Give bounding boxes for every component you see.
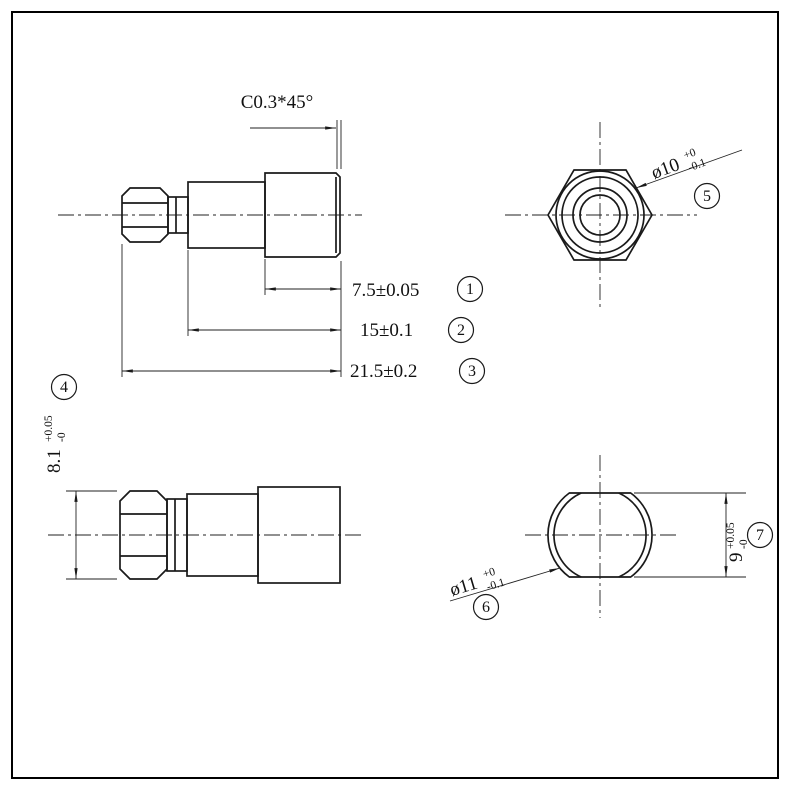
side-view-bottom	[48, 486, 362, 584]
balloon-3-number: 3	[468, 363, 476, 380]
dim4-tol-minus: -0	[56, 432, 68, 442]
dim5-text-group: ø10 +0 -0.1	[649, 146, 708, 183]
dim4-text-group: 8.1 +0.05 -0	[43, 415, 68, 473]
dimension-7: 9 +0.05 -0 7	[634, 492, 774, 578]
circle-outer	[555, 170, 645, 260]
dimension-1: 7.5±0.05 1	[264, 259, 484, 377]
centerlines-hex-view	[505, 122, 697, 308]
balloon-6: 6	[472, 593, 500, 621]
circle-second	[561, 176, 639, 254]
balloon-3: 3	[458, 357, 486, 385]
hex-nut-profile	[121, 187, 169, 243]
balloon-2: 2	[447, 316, 475, 344]
balloon-3-circle	[458, 357, 486, 385]
dim7-value: 9	[726, 553, 747, 563]
dim2-text: 15±0.1	[360, 320, 413, 341]
balloon-1: 1	[456, 275, 484, 303]
dim6-leader	[449, 567, 561, 602]
balloon-4-circle	[50, 373, 78, 401]
dim5-value: ø10	[649, 154, 683, 183]
dimension-4: 8.1 +0.05 -0 4	[43, 373, 117, 580]
flatted-cylinder-outline	[547, 492, 653, 578]
dim6-tol-plus: +0	[482, 566, 497, 581]
dim7-text-group: 9 +0.05 -0	[725, 522, 750, 562]
circle-bore	[579, 194, 621, 236]
dim7-tol-plus: +0.05	[725, 522, 737, 549]
end-view-round	[525, 455, 680, 618]
hex-facet-lines	[122, 202, 168, 228]
balloon-7: 7	[746, 521, 774, 549]
balloon-7-circle	[746, 521, 774, 549]
body-right	[264, 172, 341, 258]
balloon-1-circle	[456, 275, 484, 303]
dimension-2: 15±0.1 2	[187, 250, 475, 344]
dimension-3: 21.5±0.2 3	[121, 244, 486, 385]
balloon-6-circle	[472, 593, 500, 621]
circle-third	[572, 187, 628, 243]
balloon-4-number: 4	[60, 379, 68, 396]
drawing-border	[11, 11, 779, 779]
dim6-value: ø11	[447, 573, 480, 601]
dim5-leader	[635, 149, 743, 189]
balloon-5-circle	[693, 182, 721, 210]
hex-outline	[547, 169, 653, 261]
dim5-tol-minus: -0.1	[686, 157, 707, 175]
chamfer-callout: C0.3*45°	[241, 92, 342, 169]
balloon-2-circle	[447, 316, 475, 344]
end-view-hex	[505, 122, 697, 308]
balloon-2-number: 2	[457, 322, 465, 339]
hex-facet-lines-bottom	[120, 513, 167, 557]
balloon-4: 4	[50, 373, 78, 401]
chamfer-extension-lines	[336, 120, 342, 169]
side-view-top	[58, 172, 362, 258]
dim4-tol-plus: +0.05	[43, 415, 55, 442]
balloon-7-number: 7	[756, 527, 764, 544]
dim3-text: 21.5±0.2	[350, 361, 417, 382]
dim1-text: 7.5±0.05	[352, 280, 419, 301]
dim1-extension-lines	[264, 259, 342, 377]
balloon-5: 5	[693, 182, 721, 210]
centerlines-round-view	[525, 455, 680, 618]
dim6-tol-minus: -0.1	[485, 577, 506, 594]
dim4-value: 8.1	[44, 449, 65, 473]
balloon-5-number: 5	[703, 188, 711, 205]
dimension-6: ø11 +0 -0.1 6	[447, 566, 561, 621]
dim5-tol-plus: +0	[682, 146, 698, 162]
chamfer-arcs	[553, 492, 647, 578]
dim7-tol-minus: -0	[738, 539, 750, 549]
hex-nut-profile-bottom	[119, 490, 168, 580]
balloon-6-number: 6	[482, 599, 490, 616]
balloon-1-number: 1	[466, 281, 474, 298]
chamfer-note-text: C0.3*45°	[241, 92, 314, 113]
dimension-5: ø10 +0 -0.1 5	[635, 146, 743, 210]
body-right-bottom	[257, 486, 341, 584]
